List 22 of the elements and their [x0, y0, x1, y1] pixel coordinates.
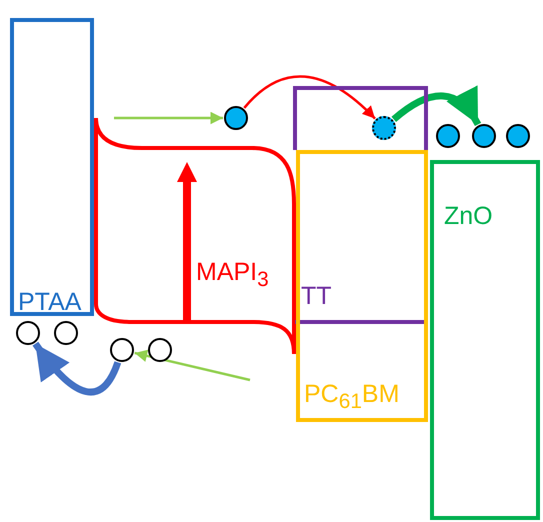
layer-label: PTAA [18, 290, 82, 315]
electron-circle [224, 106, 248, 130]
layer-label: PC$_{61}$BM [304, 382, 400, 413]
electron-circle [372, 116, 396, 140]
arrow [392, 85, 482, 126]
layer-label: MAPI$_{3}$ [196, 260, 269, 291]
hole-circle [110, 338, 134, 362]
hole-circle [148, 338, 172, 362]
hole-circle [54, 321, 78, 345]
layer-label: ZnO [444, 204, 493, 229]
electron-circle [506, 124, 530, 148]
arrow [134, 350, 250, 382]
energy-level-box [10, 18, 94, 316]
hole-circle [16, 321, 40, 345]
arrow [32, 342, 122, 396]
electron-circle [472, 124, 496, 148]
electron-circle [436, 124, 460, 148]
energy-level-box [296, 150, 428, 422]
energy-level-box [430, 160, 540, 520]
layer-label: TT [301, 284, 332, 309]
arrow [243, 75, 376, 120]
arrow [114, 112, 223, 124]
